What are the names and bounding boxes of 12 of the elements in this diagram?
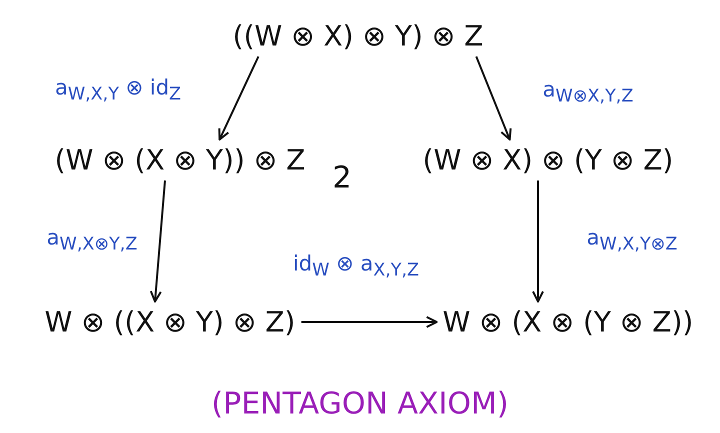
- arrow: [532, 180, 544, 302]
- arrow: [218, 56, 260, 140]
- object-expression: (W ⊗ (X ⊗ Y)) ⊗ Z: [54, 144, 306, 176]
- object-expression: W ⊗ (X ⊗ (Y ⊗ Z)): [442, 306, 694, 338]
- object-expression: (W ⊗ X) ⊗ (Y ⊗ Z): [422, 144, 674, 176]
- commute-mark: 2: [332, 160, 352, 196]
- arrow: [475, 56, 512, 140]
- arrow: [301, 316, 438, 328]
- arrow: [150, 180, 166, 302]
- object-expression: W ⊗ ((X ⊗ Y) ⊗ Z): [44, 306, 296, 338]
- caption-text: (PENTAGON AXIOM): [211, 386, 509, 422]
- object-expression: ((W ⊗ X) ⊗ Y) ⊗ Z: [232, 20, 484, 52]
